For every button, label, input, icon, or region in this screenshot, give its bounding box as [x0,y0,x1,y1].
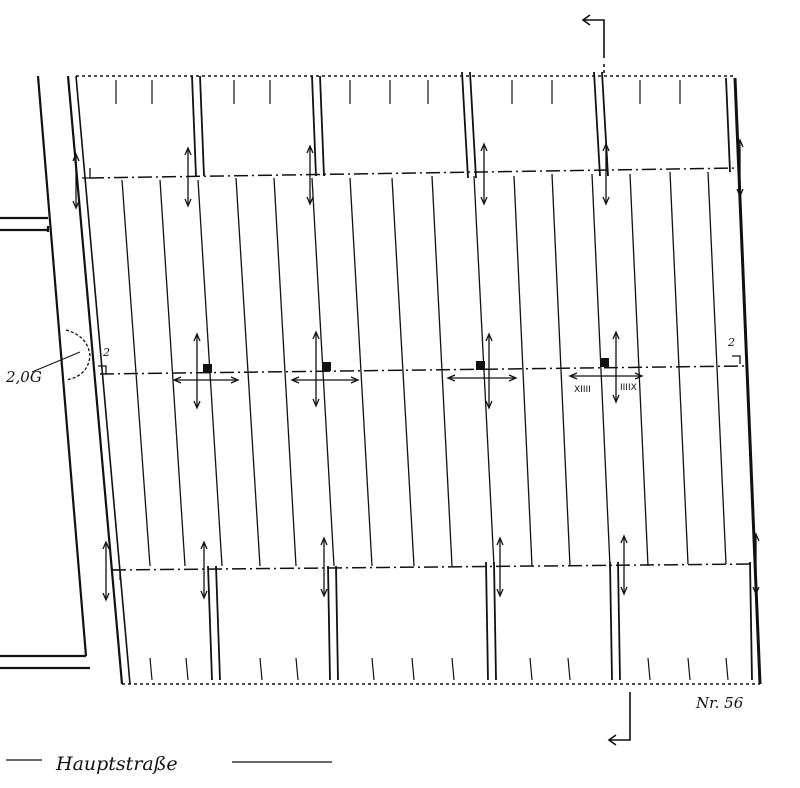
arrow-left-icon [581,14,631,746]
double-headed-arrow-icon [72,138,760,602]
neighbor-building [0,75,90,670]
dormer-walls-top [191,71,731,179]
purlin-end-markers [82,168,741,580]
house-number-label: Nr. 56 [695,694,744,712]
street-label: Hauptstraße [55,753,178,775]
roman-right-label: IIIIX [620,383,637,393]
mark-left-label: 2 [102,346,110,359]
rafters [121,171,727,567]
purlin-axes [89,167,753,571]
dormer-walls-bottom [207,561,753,681]
leader-line [31,351,81,373]
outer-walls [66,75,762,685]
roman-left-label: XIIII [574,385,591,395]
street-underline [6,759,332,763]
level-label: 2,0G [5,368,42,386]
mark-right-label: 2 [727,336,735,349]
rafter-ticks-top [115,80,681,104]
eave-lines [76,75,760,685]
rafter-ticks-bottom [149,657,729,681]
wall-opening-arc [65,329,91,381]
square-post-icon [203,358,609,373]
